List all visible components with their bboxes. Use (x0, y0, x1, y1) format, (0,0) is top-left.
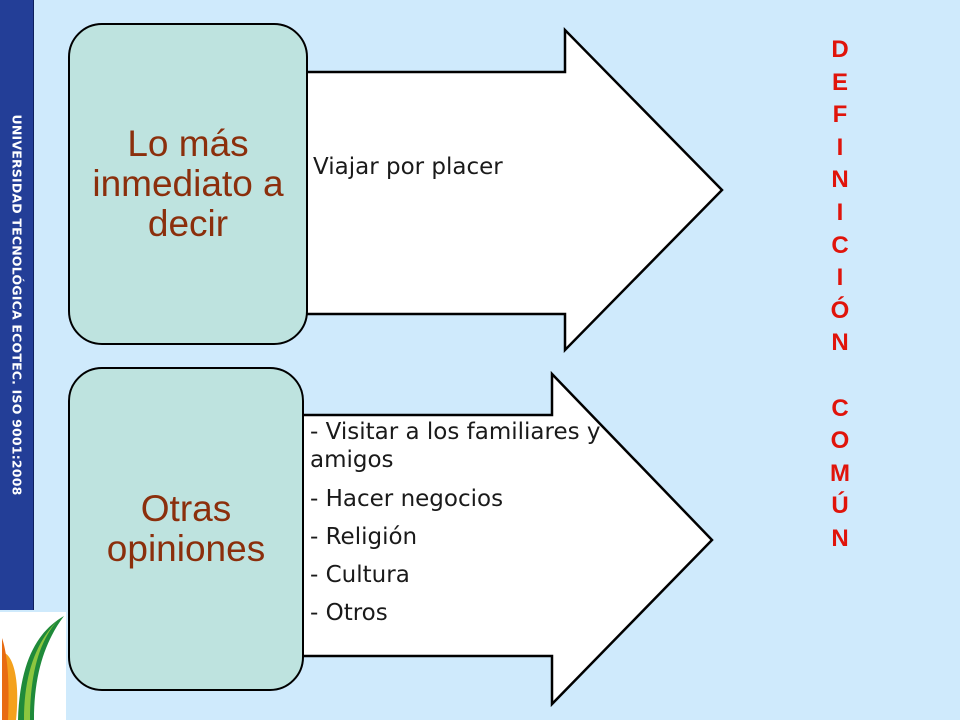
title-letter: M (830, 459, 850, 487)
title-letter: D (831, 36, 849, 63)
title-letter: F (832, 101, 848, 129)
list-item: - Visitar a los familiares y amigos (310, 419, 601, 473)
title-letter: C (831, 231, 849, 259)
vertical-title: D E F I N I C I Ó N C O M Ú N (818, 34, 862, 556)
title-letter: O (830, 427, 850, 455)
list-item: - Otros (310, 600, 388, 626)
title-letter: I (836, 133, 844, 161)
box-immediate: Lo más inmediato a decir (68, 23, 308, 345)
sidebar: UNIVERSIDAD TECNOLÓGICA ECOTEC. ISO 9001… (0, 0, 34, 610)
title-letter: C (831, 394, 849, 422)
title-letter: N (831, 166, 849, 194)
title-letter: I (836, 264, 844, 292)
title-letter: N (831, 329, 849, 357)
title-letter: Ú (831, 492, 849, 520)
list-item: - Hacer negocios (310, 486, 504, 512)
title-letter: Ó (830, 296, 850, 324)
box-other-opinions-label: Otras opiniones (106, 488, 266, 569)
title-letter: I (836, 198, 844, 226)
title-gap (818, 360, 862, 393)
list-item: - Cultura (310, 562, 410, 588)
arrow-1 (288, 26, 724, 354)
arrow-2 (288, 370, 714, 708)
box-immediate-label: Lo más inmediato a decir (92, 123, 284, 244)
arrow-2-list: - Visitar a los familiares y amigos - Ha… (310, 418, 610, 632)
title-letter: N (831, 524, 849, 552)
arrow-1-text: Viajar por placer (313, 154, 503, 180)
title-letter: E (831, 68, 848, 96)
ecotec-logo (0, 612, 66, 720)
list-item: - Religión (310, 524, 418, 550)
box-other-opinions: Otras opiniones (68, 367, 304, 691)
